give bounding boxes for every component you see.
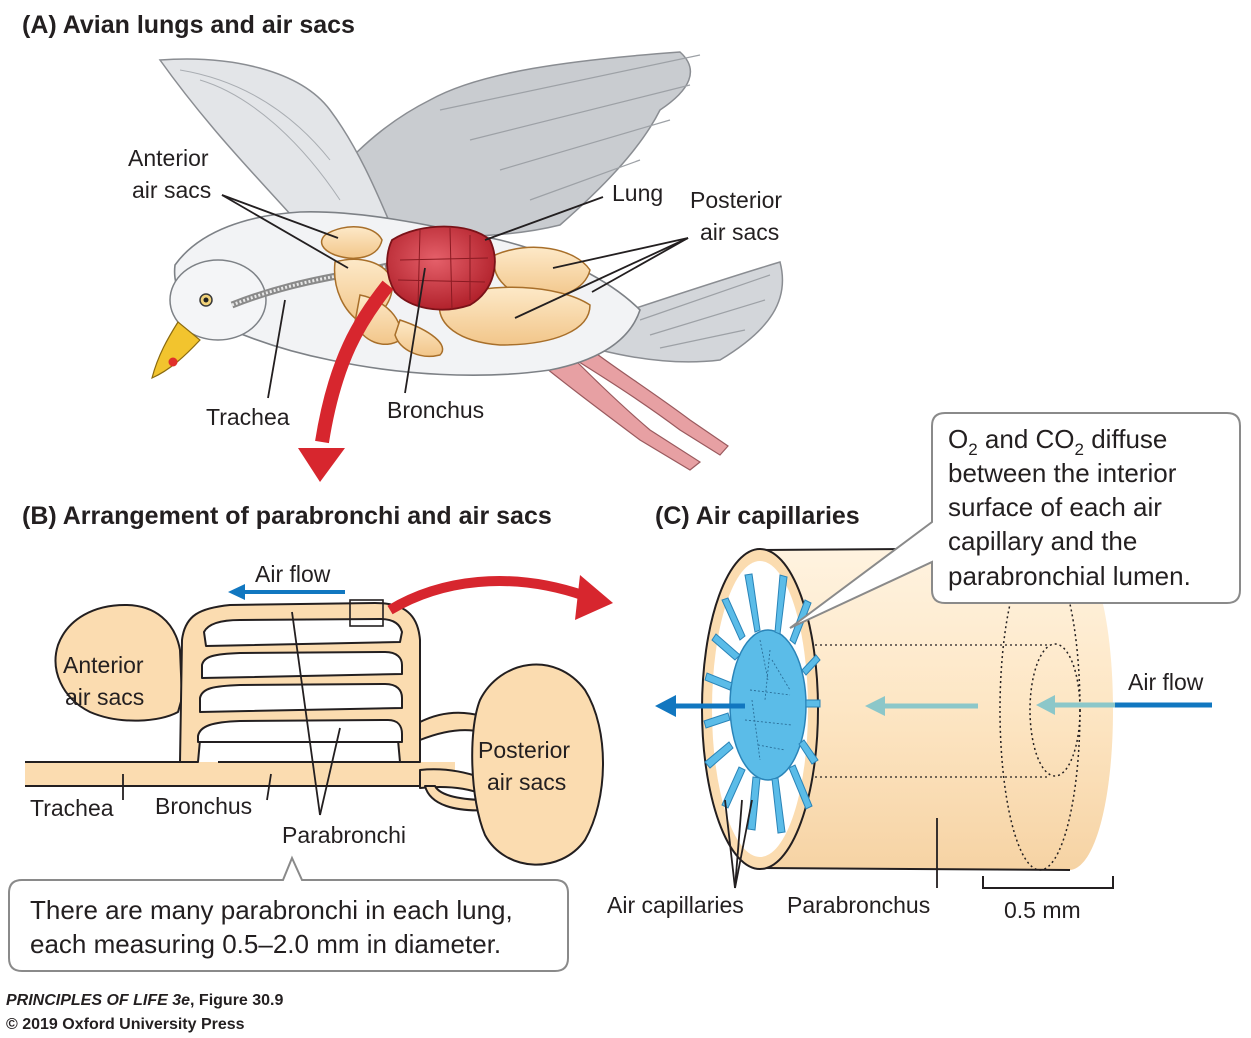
- trachea-tube-b: [25, 762, 455, 786]
- label-b-parabronchi: Parabronchi: [282, 822, 406, 848]
- magnify-box-b: [349, 599, 384, 627]
- callout-c-line3: surface of each air: [948, 492, 1162, 522]
- label-b-posterior-2: air sacs: [487, 769, 566, 795]
- label-a-trachea: Trachea: [206, 404, 290, 430]
- label-c-scale: 0.5 mm: [1004, 897, 1081, 923]
- label-b-airflow: Air flow: [255, 561, 331, 587]
- label-a-bronchus: Bronchus: [387, 397, 484, 423]
- callout-c-line4: capillary and the: [948, 526, 1137, 556]
- scale-bar: [982, 876, 1114, 889]
- callout-b: [8, 855, 569, 972]
- anterior-sac-b: [54, 604, 183, 722]
- label-a-anterior-1: Anterior: [128, 145, 209, 171]
- air-capillaries-network: [703, 573, 821, 834]
- label-b-anterior-2: air sacs: [65, 684, 144, 710]
- label-c-airflow: Air flow: [1128, 669, 1204, 695]
- bird-legs: [528, 344, 729, 471]
- label-b-posterior-1: Posterior: [478, 737, 570, 763]
- airflow-arrow-b: [228, 584, 345, 600]
- label-a-anterior-2: air sacs: [132, 177, 211, 203]
- credit-line2: © 2019 Oxford University Press: [6, 1016, 245, 1033]
- panel-a-leaders: [221, 194, 689, 399]
- label-a-lung: Lung: [612, 180, 663, 206]
- red-arrow-a-to-b: [298, 280, 394, 482]
- callout-b-line2: each measuring 0.5–2.0 mm in diameter.: [30, 929, 501, 959]
- callout-c-line5: parabronchial lumen.: [948, 561, 1191, 591]
- label-a-posterior-1: Posterior: [690, 187, 782, 213]
- parabronchi-schematic: [25, 602, 604, 866]
- label-b-trachea: Trachea: [30, 795, 114, 821]
- panel-c-title: (C) Air capillaries: [655, 502, 860, 530]
- red-arrow-b-to-c: [387, 575, 613, 620]
- posterior-sac-b: [471, 663, 604, 866]
- callout-c-line1: O2 and CO2 diffuse: [948, 424, 1167, 459]
- bird-lung: [386, 225, 496, 311]
- label-b-anterior-1: Anterior: [63, 652, 144, 678]
- bird-head: [169, 259, 267, 341]
- label-a-posterior-2: air sacs: [700, 219, 779, 245]
- label-c-air-capillaries: Air capillaries: [607, 892, 744, 918]
- label-b-bronchus: Bronchus: [155, 793, 252, 819]
- label-c-parabronchus: Parabronchus: [787, 892, 930, 918]
- panel-c-leaders: [724, 799, 938, 889]
- airflow-arrows-c: [655, 695, 1212, 717]
- callout-c-line2: between the interior: [948, 458, 1177, 488]
- panel-a-title: (A) Avian lungs and air sacs: [22, 11, 355, 39]
- bird-illustration: [151, 51, 784, 471]
- panel-b-title: (B) Arrangement of parabronchi and air s…: [22, 502, 552, 530]
- callout-c: [789, 412, 1241, 629]
- panel-b-leaders: [122, 611, 341, 816]
- bird-beak: [151, 321, 201, 380]
- credit-line1: PRINCIPLES OF LIFE 3e, Figure 30.9: [6, 992, 284, 1009]
- callout-b-line1: There are many parabronchi in each lung,: [30, 895, 513, 925]
- bird-far-wing: [298, 51, 691, 238]
